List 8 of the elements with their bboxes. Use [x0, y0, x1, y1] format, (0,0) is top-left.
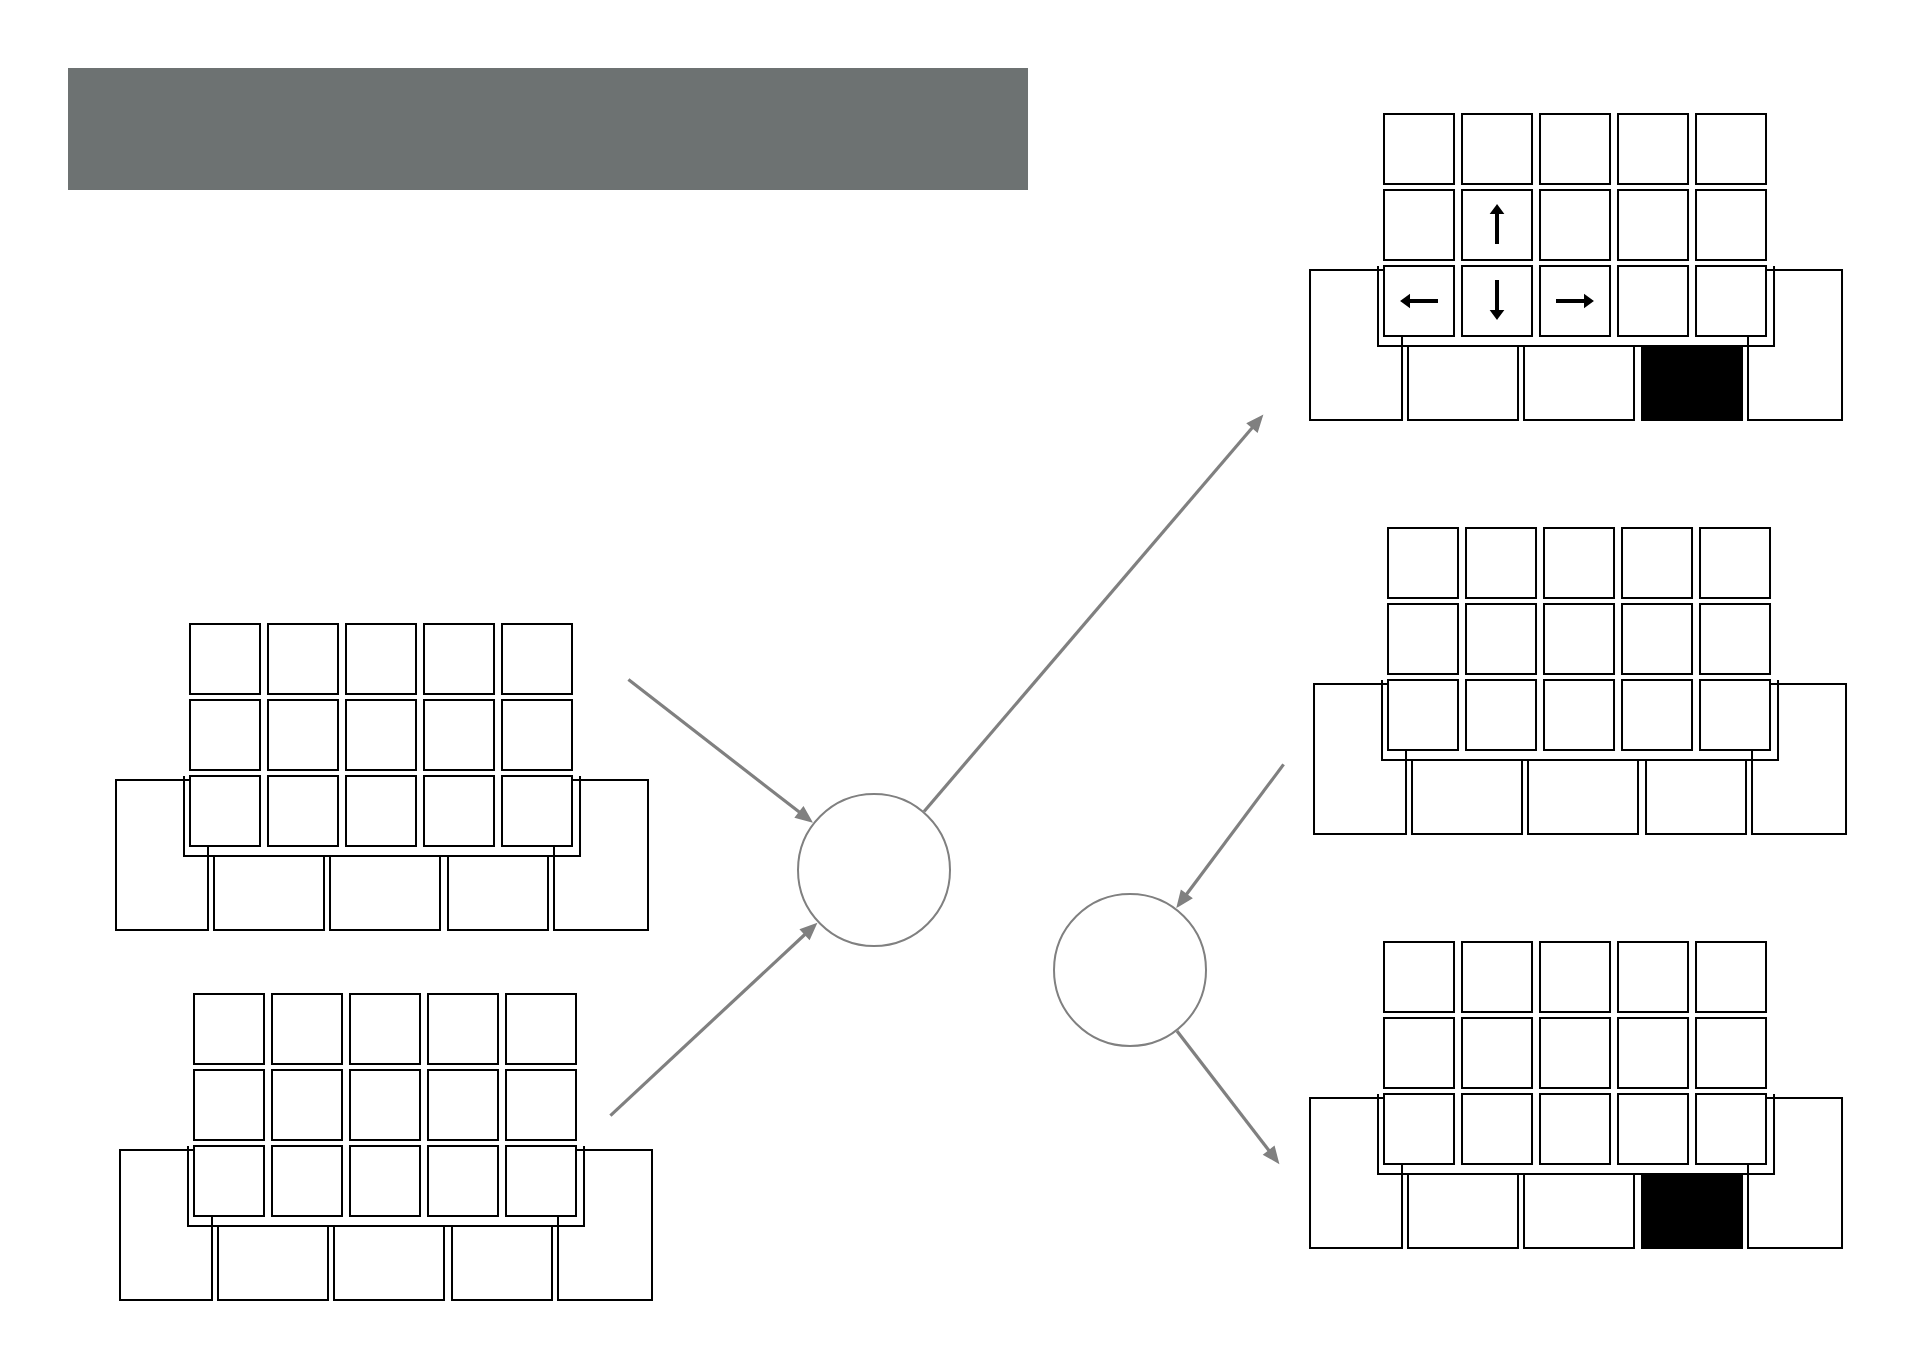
- keypad-drawing: [119, 993, 653, 1301]
- keypad-drawing: [115, 623, 649, 931]
- keypad-drawing: [1313, 527, 1847, 835]
- circle: [797, 793, 951, 947]
- circle: [1053, 893, 1207, 1047]
- keypad-drawing: [1309, 941, 1843, 1249]
- keypad-drawing: [1309, 113, 1843, 421]
- title-bar: [68, 68, 1028, 190]
